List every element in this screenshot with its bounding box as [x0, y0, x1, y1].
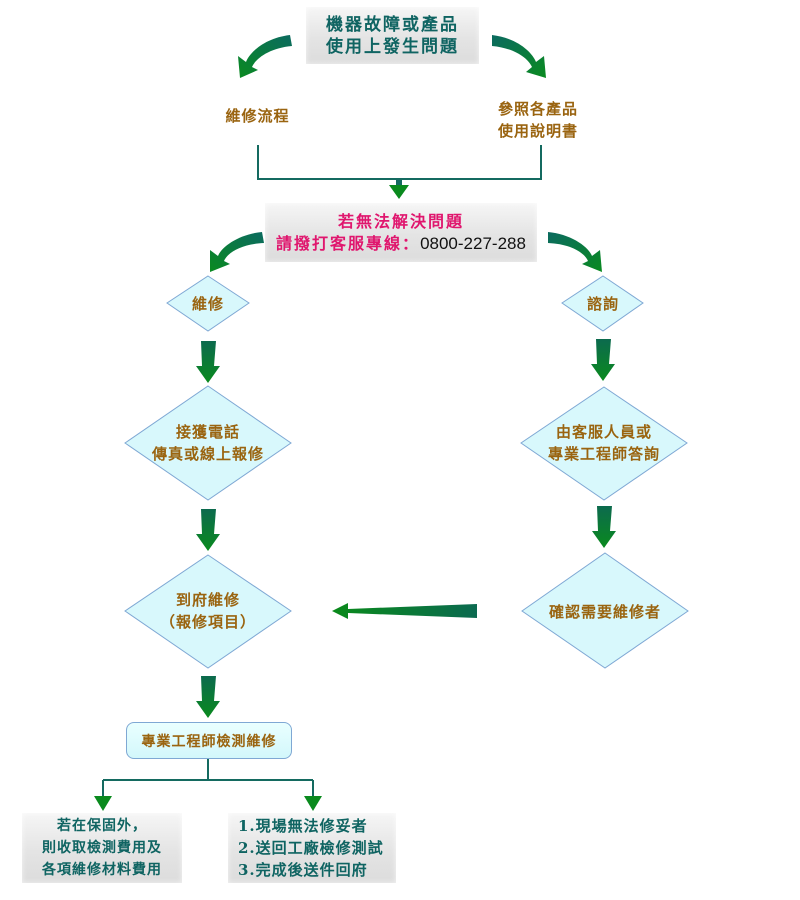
start-line-1: 機器故障或產品: [326, 14, 459, 35]
hotline-label: 請撥打客服專線：: [276, 233, 421, 253]
refer-manual-line-1: 參照各產品: [497, 100, 578, 118]
merge-connector: [257, 145, 542, 180]
hotline-phone-number[interactable]: 0800-227-288: [420, 233, 526, 253]
merge-arrowhead: [389, 185, 409, 199]
down-arrow-right-1: [591, 339, 615, 381]
curved-arrow-left-mid: [210, 232, 264, 272]
diamond-report-repair: [124, 385, 292, 501]
onsite-repair-label: 到府維修 （報修項目）: [125, 588, 291, 634]
refer-manual-line-2: 使用說明書: [497, 122, 578, 140]
report-repair-label: 接獲電話 傳真或線上報修: [125, 420, 291, 466]
out-of-warranty-line-2: 則收取檢測費用及: [42, 840, 162, 856]
label-repair-process: 維修流程: [225, 107, 290, 125]
label-refer-manual: 參照各產品 使用說明書: [478, 98, 598, 142]
diamond-repair: [166, 275, 250, 332]
curved-arrow-right-top: [492, 35, 546, 78]
down-arrow-left-2: [196, 509, 220, 551]
start-box: 機器故障或產品 使用上發生問題: [306, 7, 479, 64]
curved-arrow-left-top: [238, 35, 292, 78]
start-line-2: 使用上發生問題: [326, 36, 459, 57]
diamond-inquiry: [561, 275, 644, 332]
factory-repair-box: 1.現場無法修妥者 2.送回工廠檢修測試 3.完成後送件回府: [228, 813, 396, 883]
diamond-confirm-repair: [521, 552, 689, 669]
diamond-onsite-repair: [124, 554, 292, 669]
cs-answer-label: 由客服人員或 專業工程師答詢: [521, 420, 687, 466]
split-connector: [102, 757, 314, 797]
factory-repair-step-2: 2.送回工廠檢修測試: [238, 839, 384, 857]
onsite-repair-line-1: 到府維修: [175, 591, 240, 609]
report-repair-line-2: 傳真或線上報修: [151, 445, 264, 463]
down-arrow-left-3: [196, 676, 220, 718]
curved-arrow-right-mid: [548, 232, 602, 272]
hotline-row: 請撥打客服專線：0800-227-288: [276, 233, 526, 255]
unresolved-text: 若無法解決問題: [337, 211, 464, 231]
split-arrowhead-left: [94, 796, 112, 811]
split-arrowhead-right: [304, 796, 322, 811]
engineer-inspection-box: 專業工程師檢測維修: [126, 722, 292, 759]
out-of-warranty-line-1: 若在保固外，: [57, 818, 147, 834]
out-of-warranty-line-3: 各項維修材料費用: [42, 862, 162, 878]
hotline-box: 若無法解決問題 請撥打客服專線：0800-227-288: [265, 203, 537, 262]
diamond-cs-answer: [520, 386, 688, 501]
left-arrow-confirm-to-onsite: [332, 603, 477, 619]
cs-answer-line-1: 由客服人員或: [555, 423, 652, 441]
confirm-repair-label: 確認需要維修者: [548, 602, 661, 621]
inquiry-decision-label: 諮詢: [586, 294, 619, 313]
factory-repair-step-1: 1.現場無法修妥者: [238, 817, 368, 835]
onsite-repair-line-2: （報修項目）: [159, 613, 256, 631]
down-arrow-right-2: [592, 506, 616, 548]
merge-stem: [396, 179, 402, 187]
down-arrow-left-1: [196, 341, 220, 383]
repair-decision-label: 維修: [191, 294, 224, 313]
report-repair-line-1: 接獲電話: [175, 423, 240, 441]
factory-repair-step-3: 3.完成後送件回府: [238, 861, 368, 879]
out-of-warranty-box: 若在保固外， 則收取檢測費用及 各項維修材料費用: [22, 813, 182, 883]
cs-answer-line-2: 專業工程師答詢: [547, 445, 660, 463]
